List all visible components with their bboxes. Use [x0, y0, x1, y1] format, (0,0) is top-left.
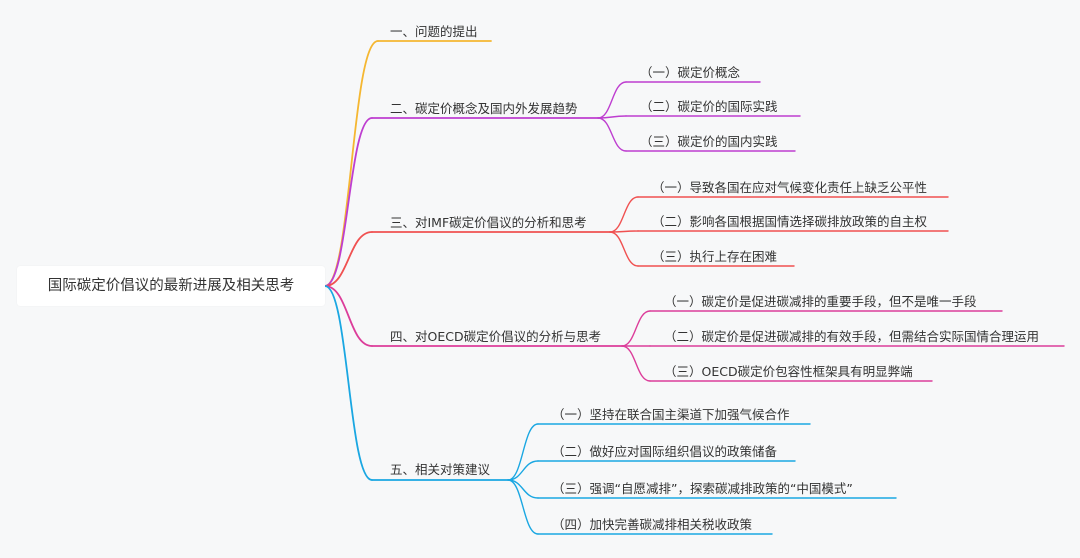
leaf-node-3-2[interactable]: （二）影响各国根据国情选择碳排放政策的自主权 [652, 214, 928, 229]
leaf-node-5-1[interactable]: （一）坚持在联合国主渠道下加强气候合作 [552, 407, 790, 422]
branch-node-3[interactable]: 三、对IMF碳定价倡议的分析和思考 [390, 215, 587, 230]
leaf-node-4-1[interactable]: （一）碳定价是促进碳减排的重要手段，但不是唯一手段 [664, 294, 977, 309]
leaf-node-2-1[interactable]: （一）碳定价概念 [640, 65, 741, 80]
root-node[interactable]: 国际碳定价倡议的最新进展及相关思考 [17, 266, 325, 306]
leaf-node-3-3[interactable]: （三）执行上存在困难 [652, 249, 778, 264]
leaf-node-5-4[interactable]: （四）加快完善碳减排相关税收政策 [552, 517, 753, 532]
branch-node-4[interactable]: 四、对OECD碳定价倡议的分析与思考 [390, 329, 602, 344]
connector-branch-4-leaf-3 [621, 345, 651, 382]
leaf-node-2-2[interactable]: （二）碳定价的国际实践 [640, 99, 778, 114]
leaf-node-4-2[interactable]: （二）碳定价是促进碳减排的有效手段，但需结合实际国情合理运用 [664, 329, 1040, 344]
leaf-node-5-2[interactable]: （二）做好应对国际组织倡议的政策储备 [552, 444, 778, 459]
branch-node-2[interactable]: 二、碳定价概念及国内外发展趋势 [390, 101, 578, 116]
leaf-node-2-3[interactable]: （三）碳定价的国内实践 [640, 134, 778, 149]
branch-node-5[interactable]: 五、相关对策建议 [390, 462, 491, 477]
branch-node-1[interactable]: 一、问题的提出 [390, 24, 478, 39]
connector-branch-2-leaf-1 [597, 81, 627, 119]
connector-root-branch-1 [324, 40, 379, 287]
connector-branch-5-leaf-1 [507, 423, 539, 481]
connector-branch-3-leaf-3 [609, 231, 639, 267]
connector-root-branch-2 [324, 117, 373, 287]
connector-branch-4-leaf-1 [621, 310, 651, 347]
leaf-node-4-3[interactable]: （三）OECD碳定价包容性框架具有明显弊端 [664, 364, 913, 379]
connector-root-branch-5 [324, 285, 373, 481]
leaf-node-5-3[interactable]: （三）强调“自愿减排”，探索碳减排政策的“中国模式” [552, 481, 853, 496]
connector-branch-2-leaf-3 [597, 117, 627, 152]
connector-root-branch-3 [324, 231, 373, 287]
connector-branch-5-leaf-2 [507, 460, 539, 481]
connector-branch-3-leaf-1 [609, 196, 639, 233]
leaf-node-3-1[interactable]: （一）导致各国在应对气候变化责任上缺乏公平性 [652, 180, 928, 195]
connector-branch-5-leaf-4 [507, 479, 539, 535]
connector-root-branch-4 [324, 285, 373, 347]
